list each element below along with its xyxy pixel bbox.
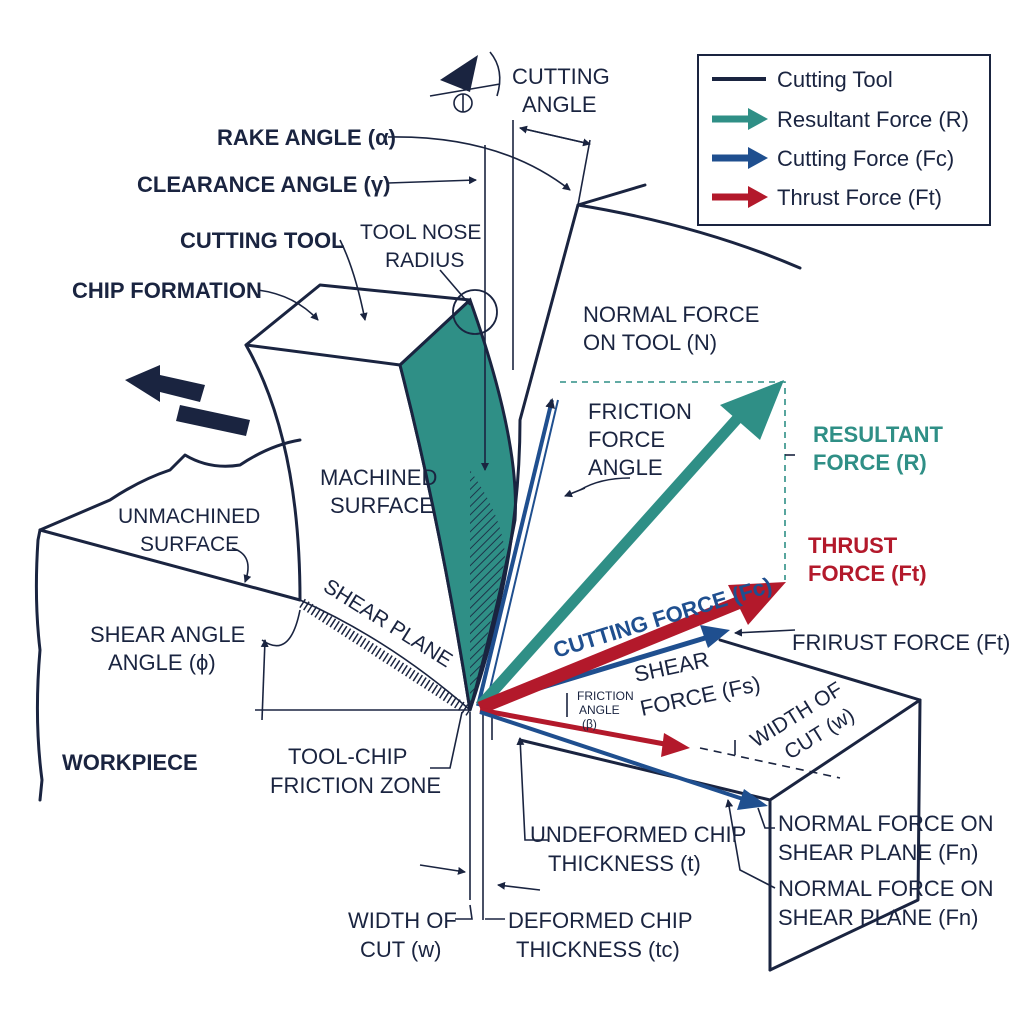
machined-surface-label-1: MACHINED	[320, 465, 437, 490]
legend-label-cutting-force: Cutting Force (Fc)	[777, 146, 954, 171]
shear-force-label-1: SHEAR	[632, 647, 711, 687]
friction-force-angle-label-2: FORCE	[588, 427, 665, 452]
tool-nose-radius-label-1: TOOL NOSE	[360, 221, 481, 244]
undeformed-chip-label-1: UNDEFORMED CHIP	[530, 822, 746, 847]
friction-force-angle-label-3: ANGLE	[588, 455, 663, 480]
thrust-force-label-2: FORCE (Ft)	[808, 561, 927, 586]
cutting-angle-label-1: CUTTING	[512, 64, 610, 89]
normal-force-shear-1-line1: NORMAL FORCE ON	[778, 811, 994, 836]
reference-lines	[255, 120, 514, 920]
friction-angle-small-1: FRICTION	[577, 689, 634, 703]
shear-plane-label: SHEAR PLANE	[319, 575, 456, 672]
thrust-force-label-1: THRUST	[808, 533, 898, 558]
resultant-force-label-1: RESULTANT	[813, 422, 944, 447]
width-of-cut-bottom-1: WIDTH OF	[348, 908, 457, 933]
unmachined-surface-label-2: SURFACE	[140, 533, 239, 556]
shear-plane-band	[299, 598, 473, 717]
normal-force-shear-2-line1: NORMAL FORCE ON	[778, 876, 994, 901]
workpiece-label: WORKPIECE	[62, 750, 198, 775]
tool-nose-radius-label-2: RADIUS	[385, 249, 464, 272]
resultant-force-label-2: FORCE (R)	[813, 450, 927, 475]
friction-angle-small-3: (β)	[582, 717, 597, 731]
chip-flow-arrows	[125, 365, 250, 436]
legend-label-cutting-tool: Cutting Tool	[777, 67, 893, 92]
tool-chip-friction-label-1: TOOL-CHIP	[288, 744, 407, 769]
force-vectors	[475, 380, 786, 810]
cutting-angle-label-2: ANGLE	[522, 92, 597, 117]
shear-angle-label-2: ANGLE (ϕ)	[108, 650, 216, 675]
cutting-angle-symbol	[429, 51, 501, 113]
normal-force-tool-label-2: ON TOOL (N)	[583, 330, 717, 355]
workpiece-body	[34, 438, 471, 802]
tool-chip-friction-label-2: FRICTION ZONE	[270, 773, 441, 798]
legend: Cutting Tool Resultant Force (R) Cutting…	[697, 54, 991, 226]
normal-force-shear-1-line2: SHEAR PLANE (Fn)	[778, 840, 979, 865]
legend-label-thrust: Thrust Force (Ft)	[777, 185, 942, 210]
cutting-tool-label: CUTTING TOOL	[180, 228, 345, 253]
deformed-chip-label-1: DEFORMED CHIP	[508, 908, 693, 933]
normal-force-tool-label-1: NORMAL FORCE	[583, 302, 759, 327]
frirust-force-label: FRIRUST FORCE (Ft)	[792, 630, 1010, 655]
unmachined-surface-label-1: UNMACHINED	[118, 505, 260, 528]
chip-formation-label: CHIP FORMATION	[72, 278, 262, 303]
machined-surface-label-2: SURFACE	[330, 493, 434, 518]
chip	[244, 283, 517, 712]
shear-angle-label-1: SHEAR ANGLE	[90, 622, 245, 647]
cutting-angle-dimension	[519, 125, 591, 206]
friction-force-angle-label-1: FRICTION	[588, 399, 692, 424]
deformed-chip-label-2: THICKNESS (tc)	[516, 937, 680, 962]
friction-angle-small-2: ANGLE	[579, 703, 620, 717]
leader-lines	[231, 136, 796, 920]
cutting-tool	[468, 183, 802, 712]
clearance-angle-label: CLEARANCE ANGLE (γ)	[137, 172, 390, 197]
width-of-cut-bottom-2: CUT (w)	[360, 937, 441, 962]
rake-angle-label: RAKE ANGLE (α)	[217, 125, 396, 150]
undeformed-chip-label-2: THICKNESS (t)	[548, 851, 701, 876]
tool-nose-circle	[452, 289, 498, 335]
normal-force-shear-2-line2: SHEAR PLANE (Fn)	[778, 905, 979, 930]
legend-label-resultant: Resultant Force (R)	[777, 107, 969, 132]
